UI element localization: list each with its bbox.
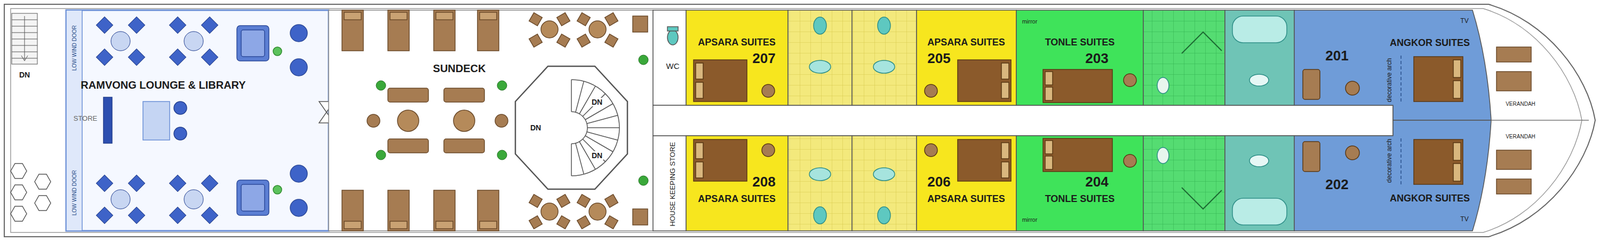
stern-stairs xyxy=(11,13,38,65)
room-name: RAMVONG LOUNGE & LIBRARY xyxy=(80,78,246,92)
suite-name: TONLE SUITES xyxy=(1045,36,1116,49)
library-desk xyxy=(103,97,187,143)
cabin-number: 202 xyxy=(1325,176,1349,193)
door-label: LOW WIND DOOR xyxy=(70,170,78,216)
deck-area: WC xyxy=(659,54,687,78)
fixture-label: mirror xyxy=(1022,18,1038,26)
lounge-chair-groups xyxy=(96,16,218,224)
suite-name: APSARA SUITES xyxy=(927,193,1005,205)
room-name: HOUSE KEEPING STORE xyxy=(668,141,677,227)
deck-area: RAMVONG LOUNGE & LIBRARY xyxy=(66,10,329,231)
room-name: WC xyxy=(666,61,680,71)
door-label: LOW WIND DOOR xyxy=(70,25,78,71)
area-name: SUNDECK xyxy=(433,62,487,75)
lounge-sofas xyxy=(236,24,308,217)
bathroom-fixtures xyxy=(809,16,1287,225)
life-rafts xyxy=(10,163,51,221)
deck-area: 206APSARA SUITES xyxy=(916,135,1017,231)
tv-label: TV xyxy=(1460,17,1469,26)
area-label: VERANDAH xyxy=(1505,133,1536,140)
suite-name: APSARA SUITES xyxy=(697,36,776,49)
suite-name: TONLE SUITES xyxy=(1045,193,1116,205)
deck-area: 208APSARA SUITES xyxy=(686,135,788,231)
arch-label: decorative arch xyxy=(1386,138,1394,183)
cabin-number: 208 xyxy=(752,173,776,190)
cabin-number: 201 xyxy=(1325,48,1349,65)
corridor xyxy=(653,105,1393,136)
sundeck-area xyxy=(328,10,654,231)
cabin-number: 205 xyxy=(927,50,951,67)
deck-area: SUNDECK xyxy=(328,10,654,231)
verandah xyxy=(1491,46,1589,194)
stair-label: DN xyxy=(590,97,604,107)
cabin-number: 207 xyxy=(752,50,776,67)
tv-label: TV xyxy=(1460,215,1469,224)
decorative-arches xyxy=(1400,55,1402,186)
store-label: STORE xyxy=(73,114,98,123)
stair-label: DN xyxy=(529,123,543,132)
stair-label: DN xyxy=(590,150,604,160)
suite-name: APSARA SUITES xyxy=(927,36,1005,49)
deck-area: TONLE SUITES203 xyxy=(1016,10,1144,106)
cabin-number: 203 xyxy=(1085,50,1109,67)
stair-label: DN xyxy=(18,70,31,79)
deck-area: APSARA SUITES205 xyxy=(916,10,1017,106)
deck-area: APSARA SUITES207 xyxy=(686,10,788,106)
suite-name: ANGKOR SUITES xyxy=(1389,192,1470,204)
cabin-fills xyxy=(686,10,1492,231)
suite-name: APSARA SUITES xyxy=(697,193,776,205)
fixture-label: mirror xyxy=(1022,216,1038,224)
area-label: VERANDAH xyxy=(1505,100,1536,108)
beds xyxy=(693,56,1463,185)
lounge-room xyxy=(66,10,329,231)
spiral-staircase xyxy=(515,66,628,189)
arch-label: decorative arch xyxy=(1386,58,1394,102)
sun-loungers xyxy=(341,10,499,231)
deck-area: HOUSE KEEPING STORE xyxy=(659,139,687,229)
cabin-number: 204 xyxy=(1085,173,1109,190)
sundeck-furniture xyxy=(367,12,648,229)
cabin-number: 206 xyxy=(927,173,951,190)
suite-name: ANGKOR SUITES xyxy=(1389,37,1470,49)
cabin-furniture xyxy=(761,69,1360,172)
hull-outline xyxy=(4,4,1596,237)
